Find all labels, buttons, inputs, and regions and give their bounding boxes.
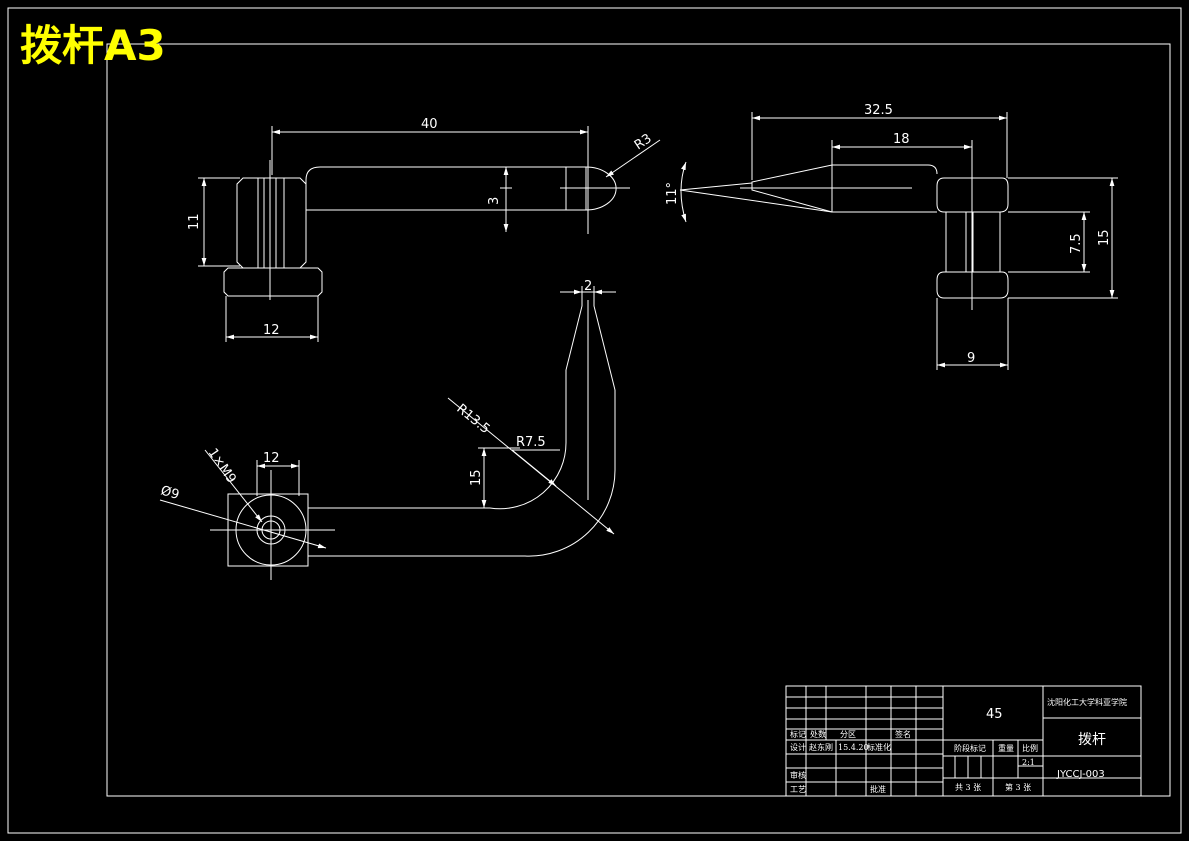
dim-40: 40 xyxy=(421,117,438,132)
tb-label-count: 处数 xyxy=(810,729,826,739)
dim-angle-11: 11° xyxy=(665,182,680,205)
tb-drawing-no: JYCCJ-003 xyxy=(1056,769,1105,780)
title-block: 标记 处数 分区 签名 设计 赵东刚 15.4.20 标准化 审核 工艺 批准 … xyxy=(785,685,1142,797)
tb-date: 15.4.20 xyxy=(838,743,869,752)
dim-18: 18 xyxy=(893,132,910,147)
tb-label-zone: 分区 xyxy=(840,730,856,739)
tb-stage-label: 阶段标记 xyxy=(954,743,986,753)
outer-frame xyxy=(7,7,1182,834)
dim-r3: R3 xyxy=(632,131,655,153)
top-view: 2 R13.5 R7.5 15 12 1×M9 Ø9 xyxy=(159,279,616,580)
dim-11: 11 xyxy=(187,213,202,230)
tb-label-sign: 签名 xyxy=(895,729,911,739)
dim-12-bottom: 12 xyxy=(263,451,280,466)
dim-12-top: 12 xyxy=(263,323,280,338)
dim-m9: 1×M9 xyxy=(205,446,239,486)
tb-weight-label: 重量 xyxy=(998,743,1014,753)
side-view: 32.5 18 11° 7.5 15 9 xyxy=(665,103,1118,370)
dim-32-5: 32.5 xyxy=(864,103,893,118)
front-view: 40 R3 3 11 12 xyxy=(187,117,661,342)
dim-r7-5: R7.5 xyxy=(516,435,546,450)
tb-sheet-no: 第 3 张 xyxy=(1005,782,1031,792)
dim-phi-9: Ø9 xyxy=(159,483,181,503)
dim-15-bottom: 15 xyxy=(469,469,484,486)
tb-scale-label: 比例 xyxy=(1022,743,1038,753)
tb-review-label: 审核 xyxy=(790,770,806,780)
tb-standardize: 标准化 xyxy=(867,742,891,752)
tb-label-mark: 标记 xyxy=(790,729,806,739)
tb-scale: 2:1 xyxy=(1022,758,1035,767)
inner-frame xyxy=(106,43,1171,797)
tb-school: 沈阳化工大学科亚学院 xyxy=(1047,697,1127,707)
dim-7-5: 7.5 xyxy=(1069,233,1084,254)
dim-r13-5: R13.5 xyxy=(453,401,492,437)
dim-15-right: 15 xyxy=(1097,229,1112,246)
dim-3: 3 xyxy=(487,197,502,205)
dim-9: 9 xyxy=(967,351,975,366)
tb-design-label: 设计 xyxy=(790,742,806,752)
tb-material: 45 xyxy=(986,707,1003,722)
tb-process-label: 工艺 xyxy=(790,785,806,794)
sheet-title: 拨杆A3 xyxy=(20,21,166,70)
tb-total-sheets: 共 3 张 xyxy=(955,783,981,792)
tb-designer: 赵东刚 xyxy=(809,742,833,752)
tb-approve-label: 批准 xyxy=(870,784,886,794)
dim-2: 2 xyxy=(584,279,592,294)
tb-part-name: 拨杆 xyxy=(1078,732,1106,748)
